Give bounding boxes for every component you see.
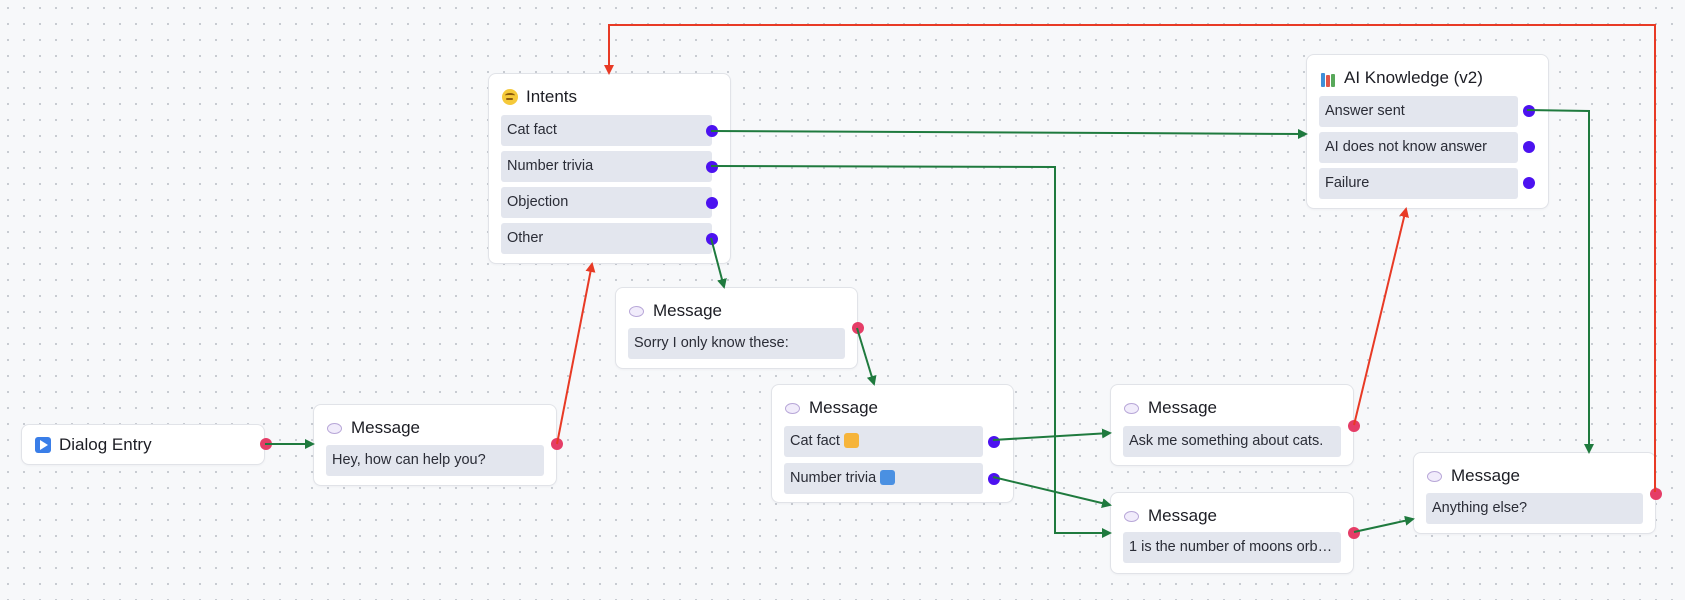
dialog-entry-node[interactable]: Dialog Entry (21, 424, 272, 465)
output-handle-answer-sent[interactable] (1523, 105, 1535, 117)
intent-item-objection[interactable]: Objection (501, 187, 712, 218)
smiling-cat-icon (843, 432, 859, 448)
option-label: Number trivia (790, 470, 877, 486)
output-handle[interactable] (260, 438, 272, 450)
play-icon (34, 437, 51, 454)
option-button-cat-fact[interactable]: Cat fact (784, 426, 983, 457)
speech-bubble-icon (1123, 508, 1140, 525)
node-header: Message (1123, 397, 1341, 419)
edge-sorry-to-options[interactable] (856, 327, 877, 386)
ai-output-failure[interactable]: Failure (1319, 168, 1518, 199)
output-handle-objection[interactable] (706, 197, 718, 209)
ai-knowledge-node[interactable]: AI Knowledge (v2) Answer sent AI does no… (1306, 54, 1549, 209)
ai-output-does-not-know[interactable]: AI does not know answer (1319, 132, 1518, 163)
output-handle-number-trivia[interactable] (988, 473, 1000, 485)
message-text[interactable]: Anything else? (1426, 493, 1643, 524)
message-node-moons[interactable]: Message 1 is the number of moons orbitin… (1110, 492, 1360, 574)
option-label: Cat fact (790, 433, 840, 449)
intent-item-cat-fact[interactable]: Cat fact (501, 115, 712, 146)
message-node-anything-else[interactable]: Message Anything else? (1413, 452, 1662, 534)
thinking-face-icon (501, 89, 518, 106)
node-header: Message (1123, 505, 1341, 527)
output-handle[interactable] (852, 322, 864, 334)
edge-cats-to-ai[interactable] (1353, 207, 1409, 426)
message-text[interactable]: Ask me something about cats. (1123, 426, 1341, 457)
option-button-number-trivia[interactable]: Number trivia (784, 463, 983, 494)
intent-item-number-trivia[interactable]: Number trivia (501, 151, 712, 182)
message-node-greeting[interactable]: Message Hey, how can help you? (313, 404, 563, 486)
node-title: Message (653, 301, 722, 320)
output-handle-number-trivia[interactable] (706, 161, 718, 173)
edge-hello-to-intents[interactable] (556, 262, 596, 445)
output-handle-does-not-know[interactable] (1523, 141, 1535, 153)
speech-bubble-icon (326, 420, 343, 437)
message-text[interactable]: Sorry I only know these: (628, 328, 845, 359)
message-node-sorry[interactable]: Message Sorry I only know these: (615, 287, 864, 369)
output-handle-cat-fact[interactable] (706, 125, 718, 137)
books-icon (1319, 70, 1336, 87)
output-handle[interactable] (1348, 420, 1360, 432)
intent-item-other[interactable]: Other (501, 223, 712, 254)
ai-output-answer-sent[interactable]: Answer sent (1319, 96, 1518, 127)
node-header: Dialog Entry (34, 434, 252, 456)
node-header: Message (784, 397, 1001, 419)
node-title: Intents (526, 87, 578, 106)
output-handle[interactable] (551, 438, 563, 450)
message-text[interactable]: Hey, how can help you? (326, 445, 544, 476)
edge-catfact-to-ai[interactable] (710, 128, 1308, 139)
output-handle[interactable] (1650, 488, 1662, 500)
output-handle-other[interactable] (706, 233, 718, 245)
node-title: Message (351, 418, 420, 437)
node-header: Message (628, 300, 845, 322)
message-text[interactable]: 1 is the number of moons orbiting Earth (1123, 532, 1341, 563)
speech-bubble-icon (1426, 468, 1443, 485)
output-handle-failure[interactable] (1523, 177, 1535, 189)
speech-bubble-icon (1123, 400, 1140, 417)
node-title: Message (1451, 466, 1520, 485)
speech-bubble-icon (784, 400, 801, 417)
output-handle[interactable] (1348, 527, 1360, 539)
message-node-cats[interactable]: Message Ask me something about cats. (1110, 384, 1360, 466)
output-handle-cat-fact[interactable] (988, 436, 1000, 448)
node-header: Message (326, 417, 544, 439)
node-header: Message (1426, 465, 1643, 487)
node-header: AI Knowledge (v2) (1319, 67, 1536, 89)
message-node-options[interactable]: Message Cat fact Number trivia (771, 384, 1014, 503)
node-title: Dialog Entry (59, 435, 152, 454)
intents-node[interactable]: Intents Cat fact Number trivia Objection… (488, 73, 731, 264)
node-title: AI Knowledge (v2) (1344, 68, 1483, 87)
edge-moons-to-else[interactable] (1353, 515, 1415, 533)
node-title: Message (1148, 506, 1217, 525)
numbers-icon (880, 469, 896, 485)
speech-bubble-icon (628, 303, 645, 320)
node-title: Message (809, 398, 878, 417)
node-title: Message (1148, 398, 1217, 417)
node-header: Intents (501, 86, 718, 108)
